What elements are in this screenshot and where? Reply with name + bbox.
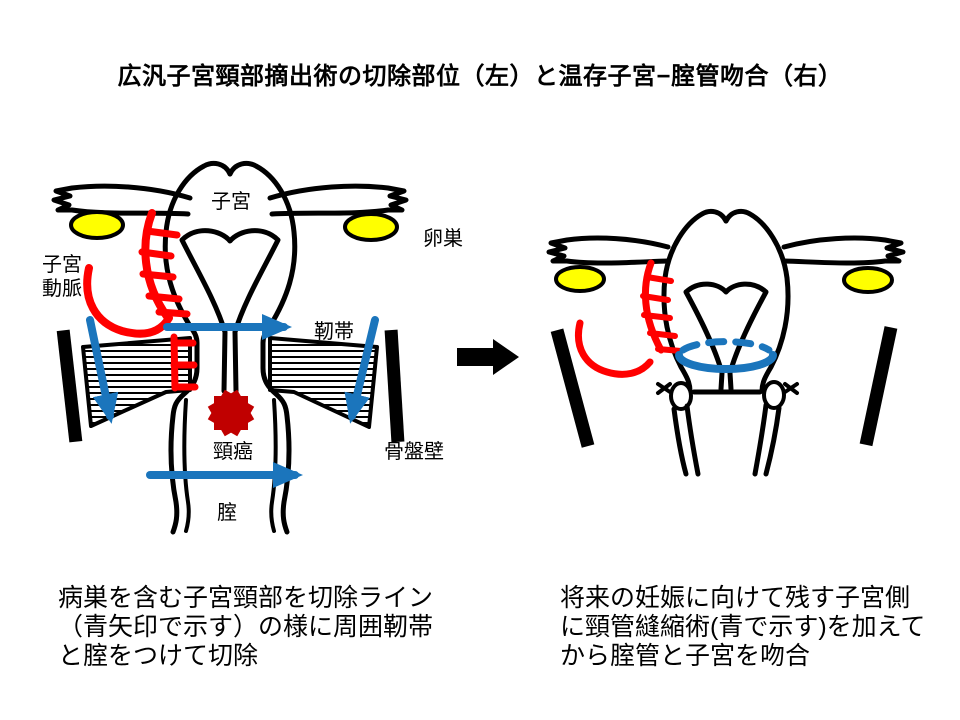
cerclage: [675, 338, 777, 373]
label-cervical-cancer: 頸癌: [213, 440, 253, 463]
left-caption-line1: 病巣を含む子宮頸部を切除ライン: [58, 584, 434, 612]
suture-mark-left: [656, 382, 672, 395]
uterine-artery: [83, 209, 199, 392]
ovary-left-shape: [69, 210, 125, 240]
left-caption-line3: と腟をつけて切除: [58, 642, 259, 670]
resection-arrows: [86, 314, 379, 488]
uterus-outline-right-side: [723, 208, 791, 394]
ovary-right-shape: [842, 266, 894, 294]
suture-knot-right: [762, 380, 786, 410]
suture-knot-left: [669, 381, 693, 411]
label-ligament: 靭帯: [314, 320, 354, 343]
left-caption-line2: （青矢印で示す）の様に周囲靭帯: [58, 613, 434, 641]
pelvic-wall-bar-right: [859, 326, 898, 447]
transform-arrow: [457, 339, 519, 375]
right-caption-line2: に頸管縫縮術(青で示す)を加えて: [560, 613, 926, 641]
fallopian-tube-left: [546, 235, 671, 266]
ovary-left-shape: [554, 265, 606, 293]
pelvic-wall-bar-left: [550, 328, 595, 448]
label-uterine-artery-line2: 動脈: [42, 277, 82, 300]
left-diagram-labels: 子宮 卵巣 子宮 動脈 靭帯 頸癌 骨盤壁 腟: [42, 190, 463, 524]
label-uterine-artery-line1: 子宮: [42, 253, 82, 276]
fallopian-tube-right: [267, 183, 409, 217]
right-caption: 将来の妊娠に向けて残す子宮側 に頸管縫縮術(青で示す)を加えて から腟管と子宮を…: [560, 584, 925, 671]
fallopian-tube-right: [781, 235, 906, 266]
uterine-artery-branches: [640, 274, 684, 354]
uterine-artery-rail: [641, 259, 665, 354]
right-diagram: [546, 208, 906, 477]
label-ovary: 卵巣: [423, 227, 463, 250]
diagram-canvas: 子宮 卵巣 子宮 動脈 靭帯 頸癌 骨盤壁 腟: [42, 160, 906, 535]
uterine-artery-trunk: [575, 319, 654, 378]
left-diagram: 子宮 卵巣 子宮 動脈 靭帯 頸癌 骨盤壁 腟: [42, 160, 463, 535]
left-caption: 病巣を含む子宮頸部を切除ライン （青矢印で示す）の様に周囲靭帯 と腟をつけて切除: [58, 584, 433, 671]
right-caption-line3: から腟管と子宮を吻合: [560, 642, 811, 670]
fallopian-tube-left: [51, 183, 193, 217]
uterine-cavity: [179, 228, 281, 394]
cut-arrow-ligament-right: [344, 316, 379, 424]
uterine-artery-trunk: [83, 264, 173, 338]
slide-title: 広汎子宮頸部摘出術の切除部位（左）と温存子宮−腟管吻合（右）: [117, 63, 843, 90]
label-vagina: 腟: [217, 501, 237, 524]
label-pelvic-wall: 骨盤壁: [384, 440, 444, 463]
vagina-wall-right: [752, 402, 782, 477]
uterine-cavity: [683, 281, 769, 392]
right-caption-line1: 将来の妊娠に向けて残す子宮側: [560, 584, 911, 612]
uterus-outline-left-side: [162, 160, 233, 535]
vagina-wall-inner-left: [182, 398, 191, 533]
cerclage-top-dashes: [679, 338, 773, 354]
pelvic-wall-bar-right: [384, 329, 405, 443]
pelvic-wall-bar-left: [56, 329, 83, 443]
uterine-artery-rail: [141, 209, 172, 322]
cervical-cancer-starburst: [207, 389, 255, 437]
ovary-right-shape: [343, 212, 399, 242]
uterine-artery: [575, 259, 684, 378]
cerclage-bottom-arc: [675, 351, 777, 373]
uterine-artery-branches: [138, 227, 199, 392]
cut-arrow-ligament-left: [86, 316, 119, 424]
vagina-wall-inner-right: [269, 398, 278, 533]
label-uterus: 子宮: [211, 190, 251, 213]
suture-mark-right: [783, 382, 799, 395]
vagina-wall-left: [671, 403, 701, 477]
